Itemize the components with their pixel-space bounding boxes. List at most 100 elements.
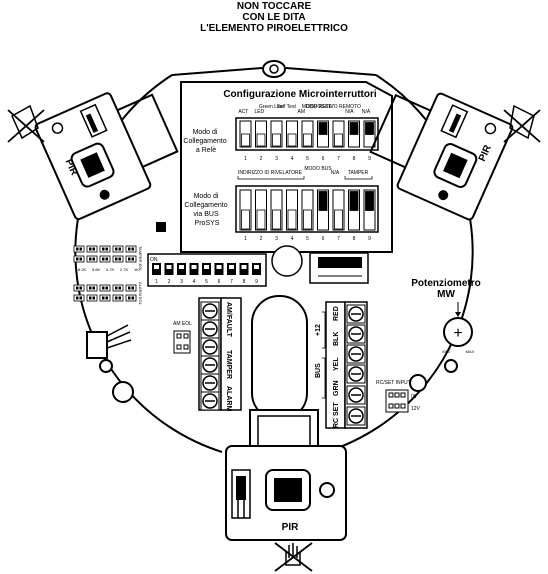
screw-hole-icon bbox=[99, 359, 113, 373]
dip-switch-9 bbox=[363, 120, 376, 148]
potentiometer: Potenziometro MW + MIN MAX bbox=[411, 278, 480, 354]
terminal-screw-icon bbox=[346, 364, 366, 384]
terminal-screw-icon bbox=[200, 391, 220, 411]
dip-number: 7 bbox=[230, 279, 233, 285]
center-slot bbox=[251, 295, 308, 421]
dip-number: 2 bbox=[168, 279, 171, 285]
alarm-label: ALARM bbox=[225, 386, 232, 411]
switch-number: 7 bbox=[337, 156, 340, 162]
switch-number: 4 bbox=[291, 156, 294, 162]
switch-number: 1 bbox=[244, 156, 247, 162]
dip-switch-5 bbox=[301, 189, 314, 231]
switch-number: 9 bbox=[368, 236, 371, 242]
switch-number: 5 bbox=[306, 236, 309, 242]
dip-switch-2 bbox=[255, 189, 267, 231]
jumper-marker bbox=[156, 222, 166, 232]
dip-switch-7 bbox=[332, 189, 345, 231]
no-touch-icon bbox=[503, 104, 541, 143]
warning-line-3: L'ELEMENTO PIROELETTRICO bbox=[200, 23, 348, 34]
terminal-yel: YEL bbox=[333, 357, 340, 371]
no-touch-icon bbox=[7, 104, 45, 143]
dip-number: 3 bbox=[180, 279, 183, 285]
warning-line-2: CON LE DITA bbox=[242, 12, 305, 23]
dip-on-label: ON bbox=[150, 257, 158, 263]
dip-number: 1 bbox=[155, 279, 158, 285]
terminal-screw-icon bbox=[346, 304, 366, 324]
switch-number: 6 bbox=[322, 156, 325, 162]
tamper-label: TAMPER bbox=[225, 350, 232, 379]
dip-switch-9 bbox=[363, 189, 376, 231]
switch-number: 5 bbox=[306, 156, 309, 162]
dip-switch-1 bbox=[239, 189, 252, 231]
dip-switch-1 bbox=[239, 120, 252, 148]
dip-switch-4 bbox=[286, 189, 298, 231]
dip-switch-8 bbox=[348, 120, 360, 148]
bus-header-address: INDIRIZZO ID RIVELATORE bbox=[238, 170, 303, 176]
right-terminal-block: RED BLK YEL GRN SET RC +12 BUS RC/SET IN… bbox=[315, 301, 421, 429]
pot-plus: + bbox=[453, 325, 462, 342]
rcset-input-label: RC/SET INPUT bbox=[376, 380, 411, 386]
bus-label: BUS bbox=[315, 363, 322, 378]
dip-number: 9 bbox=[255, 279, 258, 285]
dip-switch-6 bbox=[317, 120, 329, 148]
dip-number: 4 bbox=[193, 279, 196, 285]
dip-switch-2 bbox=[255, 120, 267, 148]
pir-bottom-label: PIR bbox=[282, 522, 299, 533]
twelve-v-label: 12V bbox=[411, 406, 421, 412]
dip-switch-4 bbox=[286, 120, 298, 148]
screw-hole-icon bbox=[112, 381, 134, 403]
relay-switches bbox=[239, 120, 376, 148]
terminal-screw-icon bbox=[200, 355, 220, 375]
dip-number: 5 bbox=[205, 279, 208, 285]
config-title: Configurazione Microinterruttori bbox=[223, 89, 377, 100]
am-eol-label: AM EOL bbox=[173, 321, 192, 327]
terminal-screw-icon bbox=[200, 337, 220, 357]
tamper-eol-label: TAMPER EOL bbox=[138, 246, 143, 272]
zero-v-label: 0V bbox=[411, 394, 418, 400]
relay-header: ACT LED Green Line Self Test AM MODO REL… bbox=[238, 104, 370, 115]
terminal-blk: BLK bbox=[333, 332, 340, 346]
switch-number: 6 bbox=[322, 236, 325, 242]
bus-switches bbox=[239, 189, 376, 231]
terminal-screw-icon bbox=[346, 324, 366, 344]
switch-number: 7 bbox=[337, 236, 340, 242]
dip-switch-5 bbox=[301, 120, 314, 148]
arrow-down-icon bbox=[455, 312, 461, 317]
pir-sensor-left: PIR bbox=[34, 92, 179, 221]
switch-number: 3 bbox=[275, 156, 278, 162]
resistor-jumpers: 8.2K 5.6K 4.7K 2.7K 1K TAMPER EOL ALARM … bbox=[73, 245, 143, 306]
terminal-screw-icon bbox=[346, 385, 366, 405]
dip-switch-7 bbox=[332, 120, 345, 148]
pir-sensor-right: PIR bbox=[369, 92, 514, 221]
component-circle bbox=[271, 245, 303, 277]
dip-number: 8 bbox=[243, 279, 246, 285]
dip-switch-8 bbox=[348, 189, 360, 231]
terminal-grn: GRN bbox=[333, 380, 340, 396]
pot-knob bbox=[443, 317, 473, 347]
terminal-rc: RC bbox=[333, 418, 340, 428]
am-fault-label: AM/FAULT bbox=[225, 302, 232, 338]
switch-number: 2 bbox=[260, 156, 263, 162]
alarm-eol-label: ALARM EOL bbox=[138, 282, 143, 306]
pot-title-line2: MW bbox=[437, 289, 455, 300]
switch-number: 8 bbox=[353, 236, 356, 242]
plus12-label: +12 bbox=[315, 324, 322, 336]
no-touch-icon bbox=[274, 542, 313, 572]
pot-min: MIN bbox=[442, 349, 449, 354]
left-terminal-block: AM EOL AM/FAULT TAMPER ALARM bbox=[173, 297, 242, 411]
dip-switch-3 bbox=[270, 189, 283, 231]
switch-number: 3 bbox=[275, 236, 278, 242]
terminal-screw-icon bbox=[346, 406, 366, 426]
terminal-screw-icon bbox=[200, 301, 220, 321]
bus-header-na: N/A bbox=[331, 170, 340, 176]
bus-header-tamper: TAMPER bbox=[348, 170, 369, 176]
config-panel: Configurazione Microinterruttori ACT LED… bbox=[180, 81, 393, 253]
terminal-screw-icon bbox=[346, 344, 366, 364]
terminal-set: SET bbox=[333, 402, 340, 416]
